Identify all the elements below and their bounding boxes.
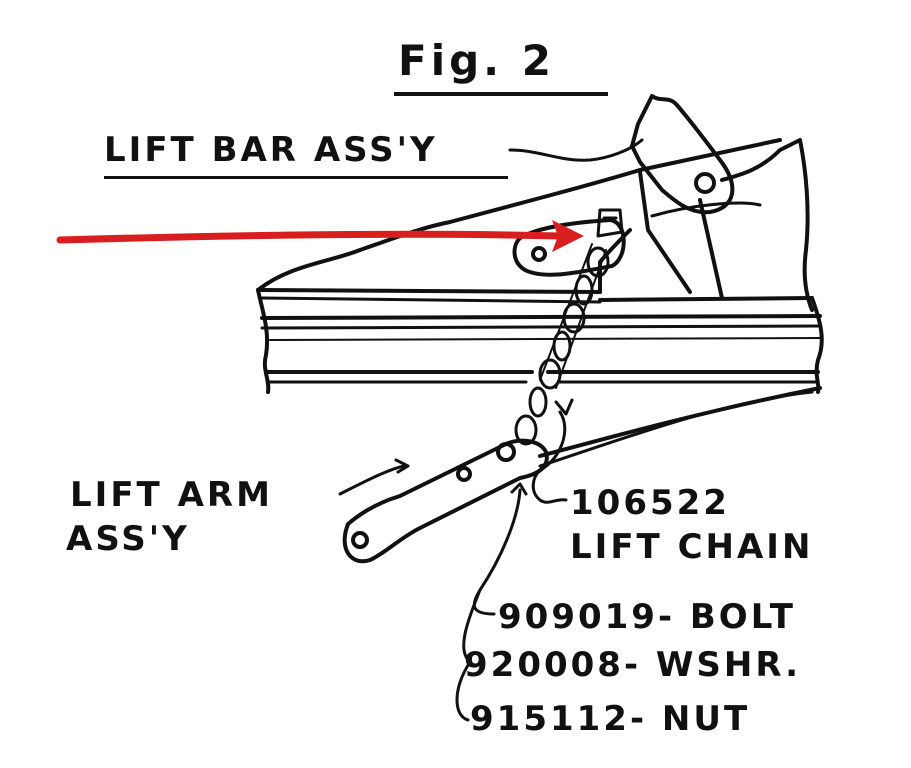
lift-bar-plate	[630, 94, 735, 215]
frame-rail	[256, 288, 824, 394]
title-underline	[394, 92, 608, 96]
lift-chain-part-number: 106522	[570, 483, 730, 523]
lift-chain	[514, 208, 624, 446]
lift-arm-label-line1: LIFT ARM	[70, 475, 273, 515]
leader-lines	[338, 398, 574, 722]
bolt-label: 909019- BOLT	[498, 597, 796, 637]
lift-bar-label: LIFT BAR ASS'Y	[104, 130, 438, 170]
nut-label: 915112- NUT	[470, 699, 751, 739]
lift-arm-label-line2: ASS'Y	[66, 519, 190, 559]
chain-bracket	[512, 218, 626, 277]
lift-bar-underline	[104, 176, 508, 179]
lift-chain-label: LIFT CHAIN	[570, 527, 814, 567]
cross-member	[256, 138, 814, 312]
figure-title: Fig. 2	[398, 36, 555, 85]
washer-label: 920008- WSHR.	[464, 645, 802, 685]
red-indicator-arrow	[56, 220, 584, 252]
lift-bar-leader	[508, 138, 644, 162]
